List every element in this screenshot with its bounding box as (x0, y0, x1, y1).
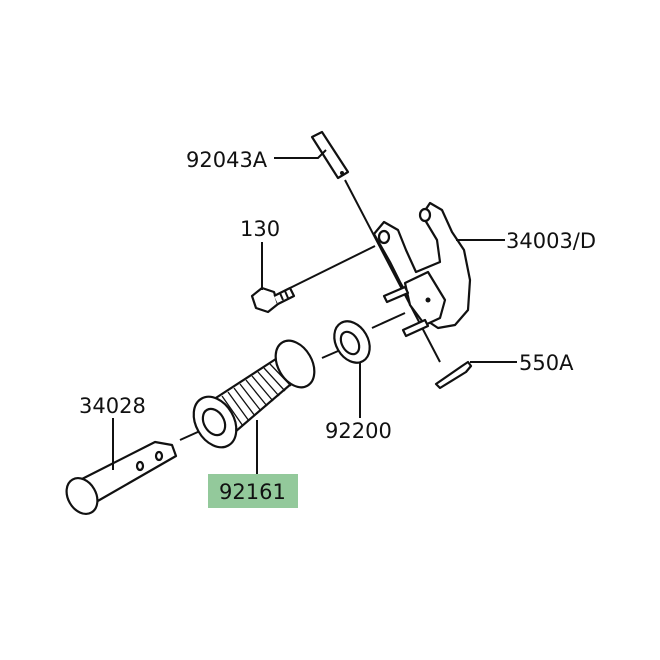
highlight-box (208, 474, 298, 508)
bracket-34003D[interactable] (372, 201, 472, 338)
label-92043A[interactable]: 92043A (186, 148, 268, 172)
assembly-lines (179, 179, 441, 441)
leader-lines (112, 149, 517, 474)
label-34028[interactable]: 34028 (79, 394, 146, 418)
label-34003D[interactable]: 34003/D (506, 229, 596, 253)
pin-92043A[interactable] (310, 130, 350, 180)
label-130[interactable]: 130 (240, 217, 280, 241)
rubber-grip-92161[interactable] (185, 334, 322, 455)
cotter-pin-550A[interactable] (434, 360, 473, 390)
label-550A[interactable]: 550A (519, 351, 574, 375)
washer-92200[interactable] (327, 315, 377, 369)
label-92200[interactable]: 92200 (325, 419, 392, 443)
label-92161[interactable]: 92161 (219, 480, 286, 504)
bolt-130[interactable] (250, 286, 296, 314)
footpeg-pin-34028[interactable] (60, 440, 178, 519)
